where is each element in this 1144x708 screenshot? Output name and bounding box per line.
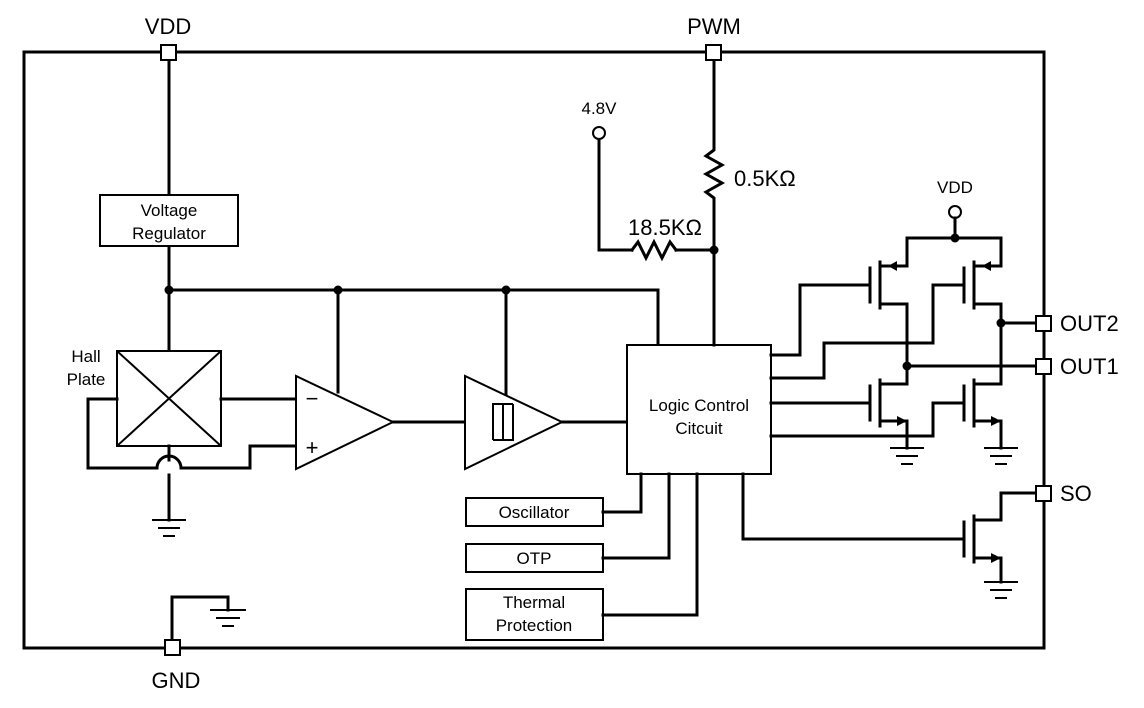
pin-out2-label: OUT2 [1060,311,1119,336]
ground-symbol-hall [152,519,186,537]
gnd-connection [170,595,246,642]
thermal-label-line2: Protection [496,616,573,635]
h-bridge: VDD [769,178,1038,465]
vdd-small-label: VDD [937,178,973,197]
logic-control-label-line1: Logic Control [649,396,749,415]
pin-gnd-label: GND [152,668,201,693]
otp-label: OTP [517,549,552,568]
pwm-input-network: 4.8V 0.5KΩ 18.5KΩ [582,58,796,347]
hall-plate: Hall Plate [67,347,222,447]
pin-so-label: SO [1060,481,1092,506]
thermal-label-line1: Thermal [503,593,565,612]
vdd-rail [164,58,660,400]
pin-pwm-label: PWM [687,14,741,39]
hall-label-line2: Plate [67,370,106,389]
resistor-185k-label: 18.5KΩ [628,215,702,240]
pin-pwm: PWM [687,14,741,61]
comparator: − + [295,374,467,471]
voltage-regulator-label-line2: Regulator [132,224,206,243]
pin-out1-label: OUT1 [1060,354,1119,379]
chip-outline [22,50,1046,650]
pin-out1: OUT1 [1035,354,1119,379]
pin-so: SO [1035,481,1092,506]
pin-vdd-label: VDD [145,14,191,39]
thermal-protection-block: Thermal Protection [465,472,699,641]
pin-gnd: GND [152,639,201,693]
logic-control-label-line2: Citcuit [675,419,723,438]
logic-control-block: Logic Control Citcuit [626,344,772,475]
oscillator-label: Oscillator [499,503,570,522]
voltage-regulator-block: Voltage Regulator [99,194,239,247]
comparator-plus: + [306,435,319,460]
schmitt-trigger [464,374,629,471]
supply-4v8-label: 4.8V [582,99,618,118]
pin-out2: OUT2 [1035,311,1119,336]
oscillator-block: Oscillator [465,472,643,527]
so-output-stage [741,472,1038,599]
resistor-05k-label: 0.5KΩ [734,166,796,191]
comparator-minus: − [306,386,319,411]
otp-block: OTP [465,472,671,573]
voltage-regulator-label-line1: Voltage [141,201,198,220]
hall-label-line1: Hall [71,347,100,366]
hall-wiring [86,397,298,522]
pin-vdd: VDD [145,14,191,61]
